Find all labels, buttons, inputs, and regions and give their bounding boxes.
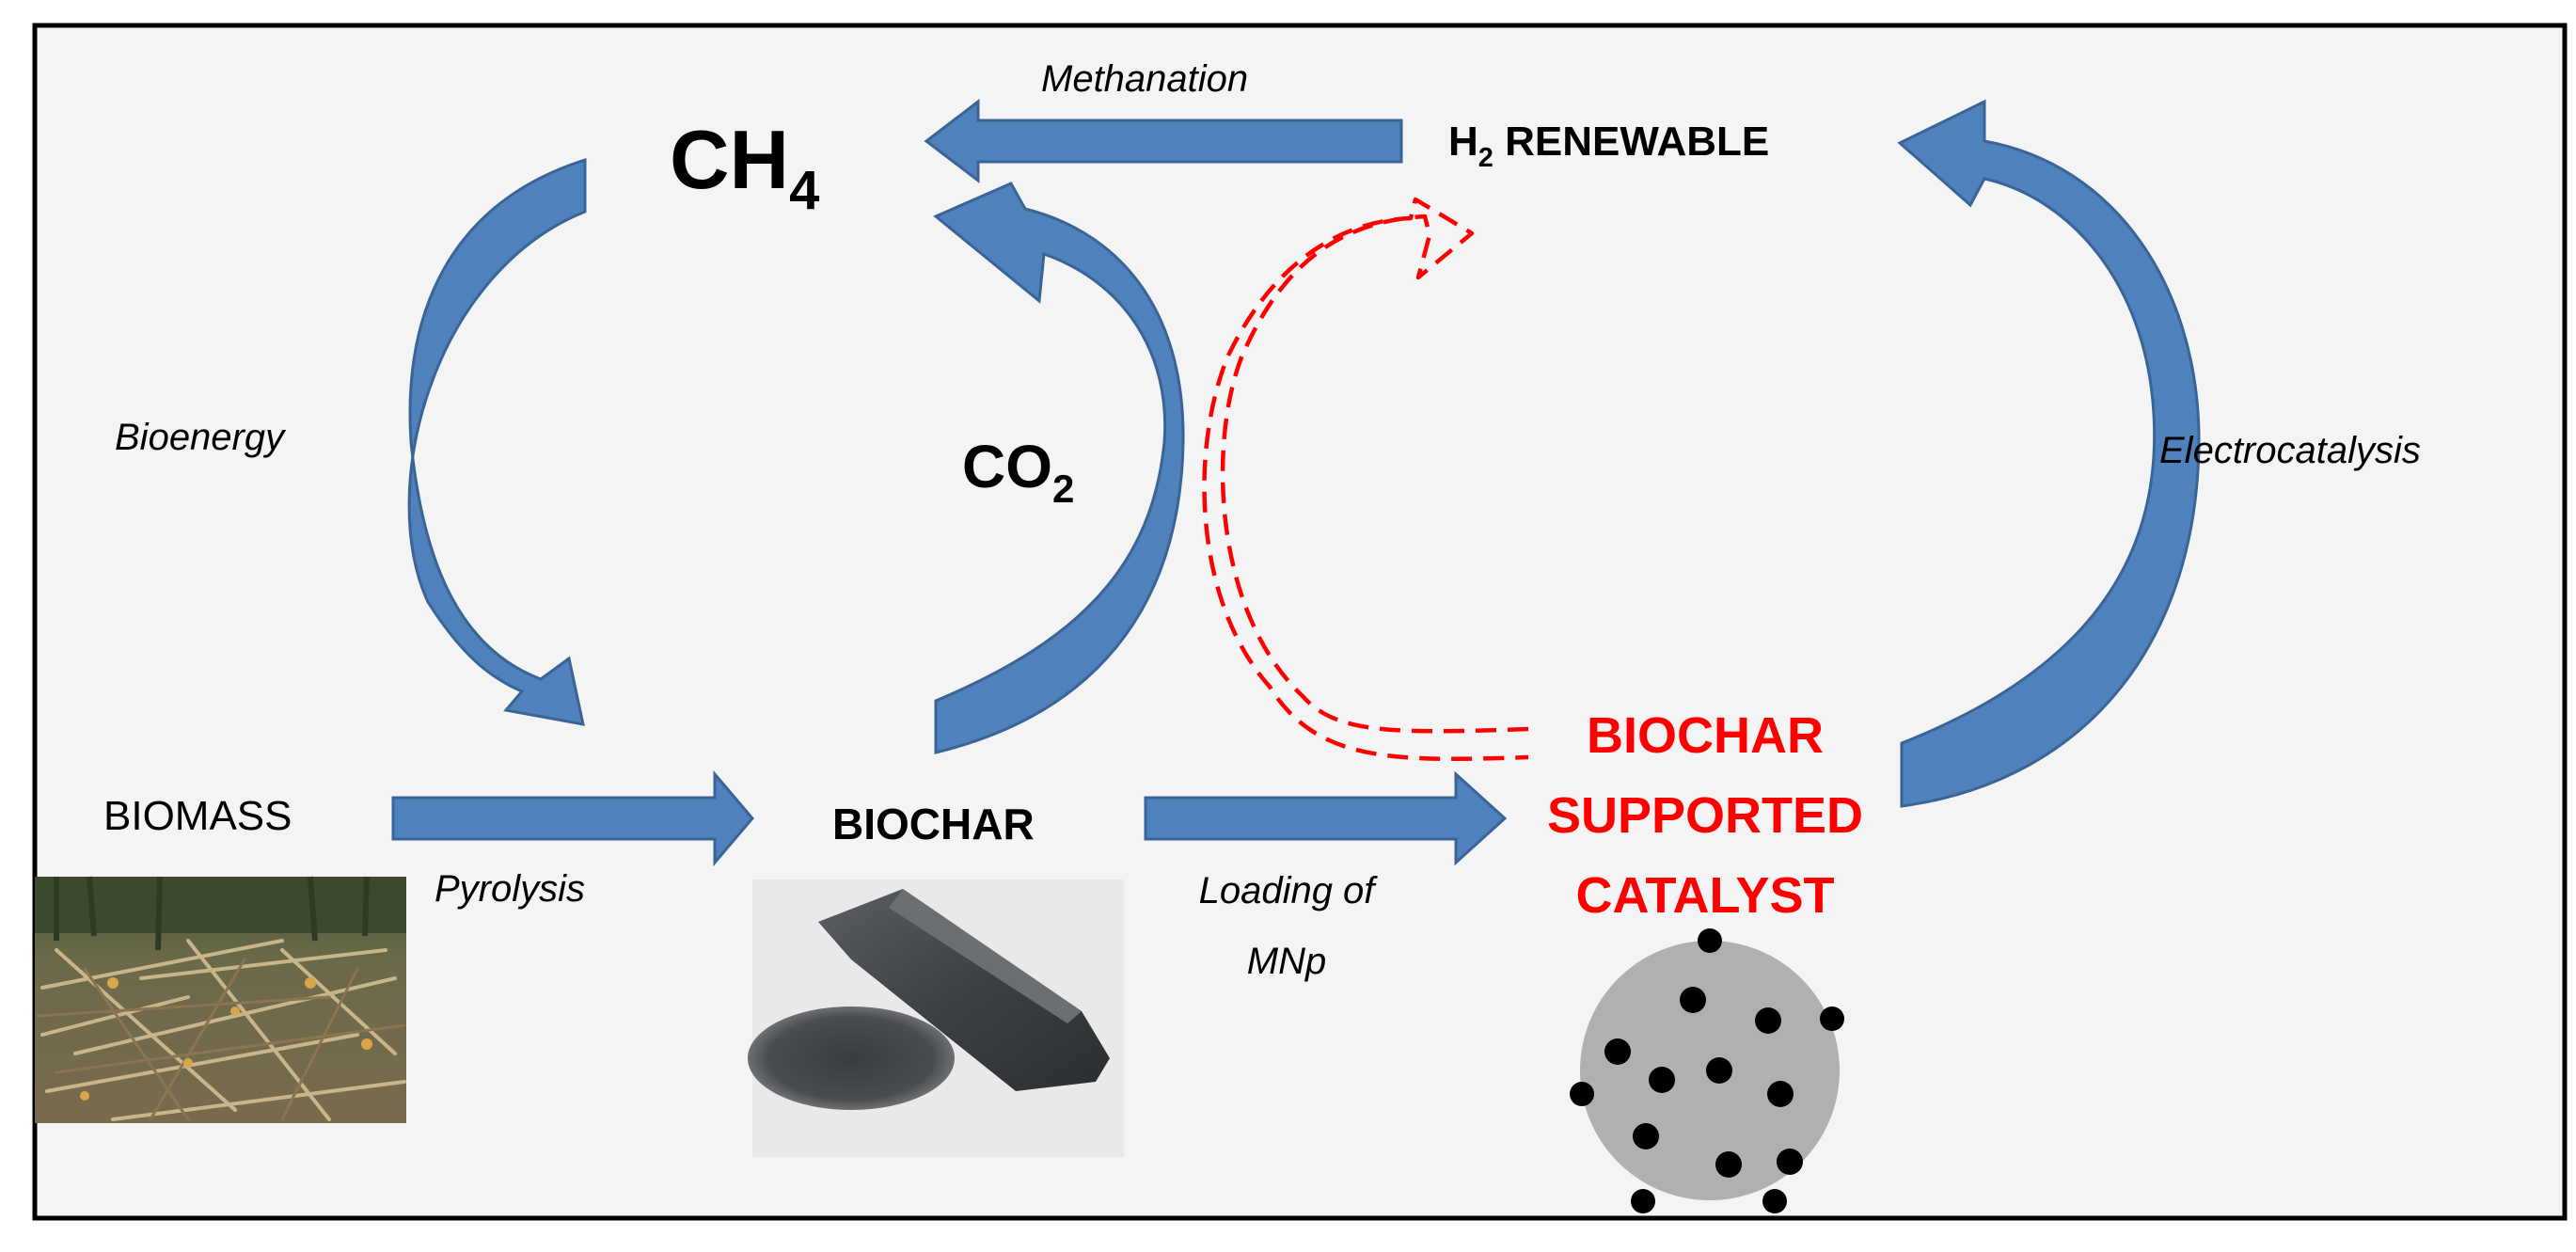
biochar-label: BIOCHAR — [832, 800, 1035, 848]
catalyst-label: BIOCHAR SUPPORTED CATALYST — [1547, 707, 1863, 924]
electrocatalysis-arrow — [1897, 99, 2201, 808]
loading-label-line-2: MNp — [1247, 941, 1326, 982]
catalyst-particle — [1570, 928, 1844, 1213]
biomass-photo — [35, 876, 406, 1123]
catalyst-label-line-1: BIOCHAR — [1587, 707, 1824, 764]
electrocatalysis-label: Electrocatalysis — [2159, 430, 2421, 471]
methanation-arrow — [924, 98, 1403, 184]
metal-nanoparticles — [1570, 928, 1844, 1213]
ch4-label: CH4 — [670, 113, 819, 221]
h2-renewable-label: H2 RENEWABLE — [1448, 119, 1769, 173]
pyrolysis-arrow — [391, 769, 754, 867]
bioenergy-arrow — [407, 157, 587, 726]
biomass-label: BIOMASS — [103, 793, 292, 839]
red-dashed-arrow — [1202, 197, 1529, 762]
loading-label-line-1: Loading of — [1199, 870, 1379, 911]
biochar-photo — [748, 880, 1124, 1157]
co2-label: CO2 — [962, 433, 1074, 511]
methanation-label: Methanation — [1041, 58, 1248, 100]
co2-arrow — [933, 182, 1185, 754]
pyrolysis-label: Pyrolysis — [435, 868, 585, 910]
catalyst-label-line-3: CATALYST — [1575, 867, 1834, 924]
loading-arrow — [1144, 770, 1508, 866]
catalyst-label-line-2: SUPPORTED — [1547, 787, 1863, 844]
bioenergy-label: Bioenergy — [115, 417, 287, 458]
diagram-frame — [32, 23, 2568, 1221]
